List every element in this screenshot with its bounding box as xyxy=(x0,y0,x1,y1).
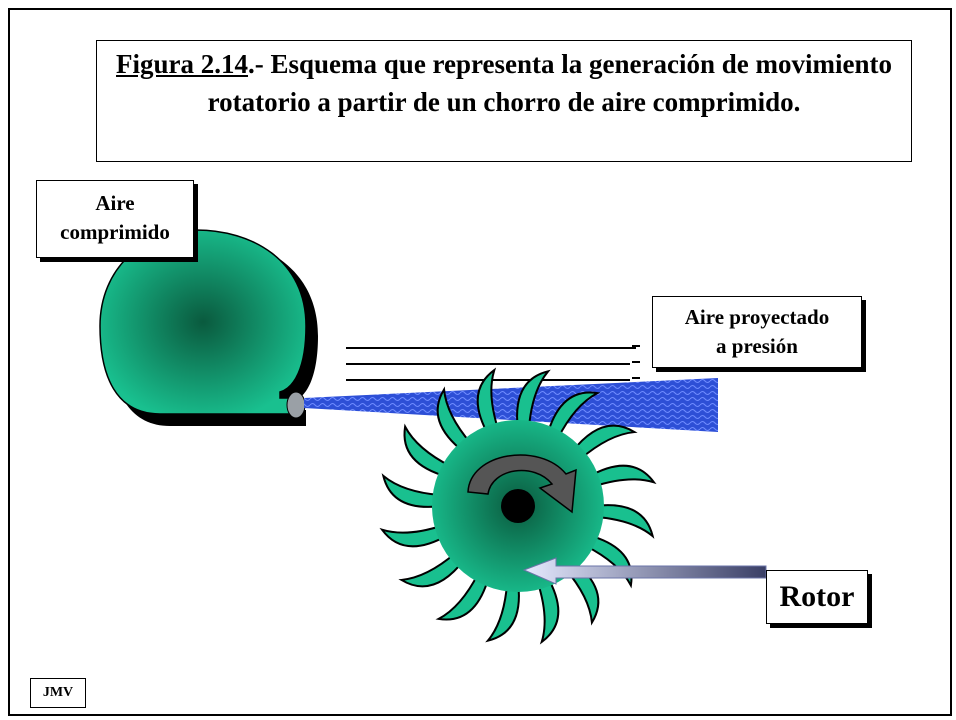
rotor-blade xyxy=(403,423,452,479)
label-line: Aire xyxy=(95,191,135,215)
label-projected-air: Aire proyectado a presión xyxy=(652,296,862,368)
rotor-blade xyxy=(586,464,657,488)
nozzle xyxy=(286,391,306,419)
rotor-blade xyxy=(485,580,520,643)
rotor-blade xyxy=(545,391,601,440)
air-tank xyxy=(99,229,318,426)
label-compressed-air: Aire comprimido xyxy=(36,180,194,258)
rotor-hub xyxy=(501,489,535,523)
figure-title: Figura 2.14.- Esquema que representa la … xyxy=(96,40,912,162)
label-line: a presión xyxy=(716,334,798,358)
rotor-blade xyxy=(584,533,633,589)
label-line: Aire proyectado xyxy=(684,305,830,329)
figure-reference: Figura 2.14 xyxy=(116,49,249,79)
rotor-blade xyxy=(379,524,450,548)
rotation-arrow-icon xyxy=(467,454,577,514)
rotor-blade xyxy=(536,574,560,645)
figure-caption: .- Esquema que representa la generación … xyxy=(207,49,892,117)
label-rotor: Rotor xyxy=(766,570,868,624)
author-badge: JMV xyxy=(30,678,86,708)
rotor-blade xyxy=(476,367,500,438)
label-line: comprimido xyxy=(60,220,170,244)
air-jet xyxy=(304,378,718,432)
rotor-blade xyxy=(516,369,551,432)
rotor-blade xyxy=(570,424,638,461)
rotor-blade xyxy=(381,473,444,508)
rotor-blade xyxy=(435,572,491,621)
rotor-blade xyxy=(398,551,466,588)
rotor-blade xyxy=(592,504,655,539)
rotor-blade xyxy=(436,386,473,454)
